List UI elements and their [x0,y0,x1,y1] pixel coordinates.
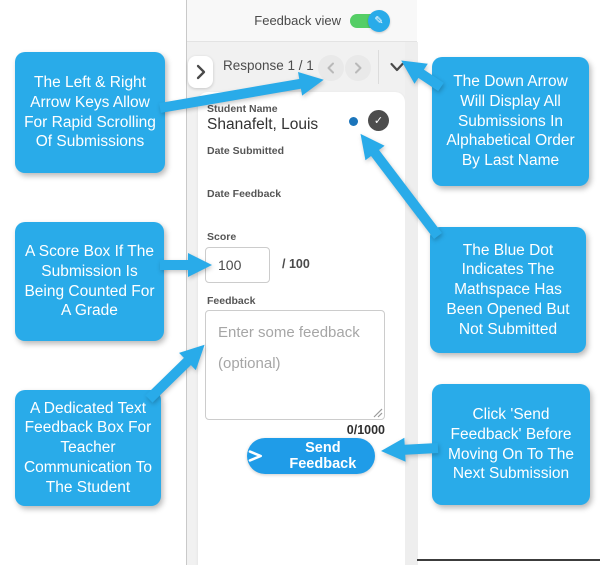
callout-send-feedback: Click 'Send Feedback' Before Moving On T… [432,384,590,505]
callout-score-box: A Score Box If The Submission Is Being C… [15,222,164,341]
send-icon [248,450,263,462]
pencil-icon: ✎ [368,9,390,32]
callout-text: The Blue Dot Indicates The Mathspace Has… [446,241,570,338]
feedback-label: Feedback [207,295,256,307]
callout-text: The Down Arrow Will Display All Submissi… [446,73,575,169]
callout-text: A Dedicated Text Feedback Box For Teache… [23,399,153,496]
score-input[interactable] [205,247,270,283]
date-submitted-label: Date Submitted [207,145,285,157]
send-feedback-label: Send Feedback [289,440,357,472]
callout-text: Click 'Send Feedback' Before Moving On T… [447,406,575,483]
opened-status-dot [349,117,358,126]
callout-down-arrow: The Down Arrow Will Display All Submissi… [432,57,589,186]
callout-feedback-box: A Dedicated Text Feedback Box For Teache… [15,390,161,506]
feedback-panel: Feedback view ✎ Response 1 / 1 [186,0,418,565]
student-name-value: Shanafelt, Louis [207,116,319,133]
window-edge [417,559,600,561]
score-max-label: / 100 [282,257,310,271]
score-label: Score [207,231,237,243]
panel-header: Feedback view ✎ [187,0,417,42]
chevron-right-icon [196,64,205,80]
response-nav: Response 1 / 1 [187,42,417,90]
divider [378,50,379,84]
chevron-down-icon [390,62,404,72]
prev-response-button[interactable] [318,55,344,81]
student-name-label: Student Name [207,103,278,115]
char-counter: 0/1000 [346,423,385,437]
response-card: Student Name Shanafelt, Louis ✓ Date Sub… [198,92,405,565]
response-counter: Response 1 / 1 [223,58,314,73]
feedback-view-label: Feedback view [254,13,341,28]
callout-text: The Left & Right Arrow Keys Allow For Ra… [24,74,156,151]
chevron-left-icon [327,62,334,74]
chevron-right-icon [355,62,362,74]
callout-left-right-arrows: The Left & Right Arrow Keys Allow For Ra… [15,52,165,173]
feedback-view-toggle[interactable]: ✎ [350,9,390,32]
callout-blue-dot: The Blue Dot Indicates The Mathspace Has… [430,227,586,353]
submitted-check-icon[interactable]: ✓ [368,110,389,131]
send-feedback-button[interactable]: Send Feedback [247,438,375,474]
callout-text: A Score Box If The Submission Is Being C… [24,243,155,320]
expand-panel-button[interactable] [188,56,213,88]
date-feedback-label: Date Feedback [207,188,282,200]
submissions-dropdown-button[interactable] [385,55,409,79]
feedback-textarea[interactable] [205,310,385,420]
next-response-button[interactable] [345,55,371,81]
scrollbar-track[interactable] [405,42,418,565]
